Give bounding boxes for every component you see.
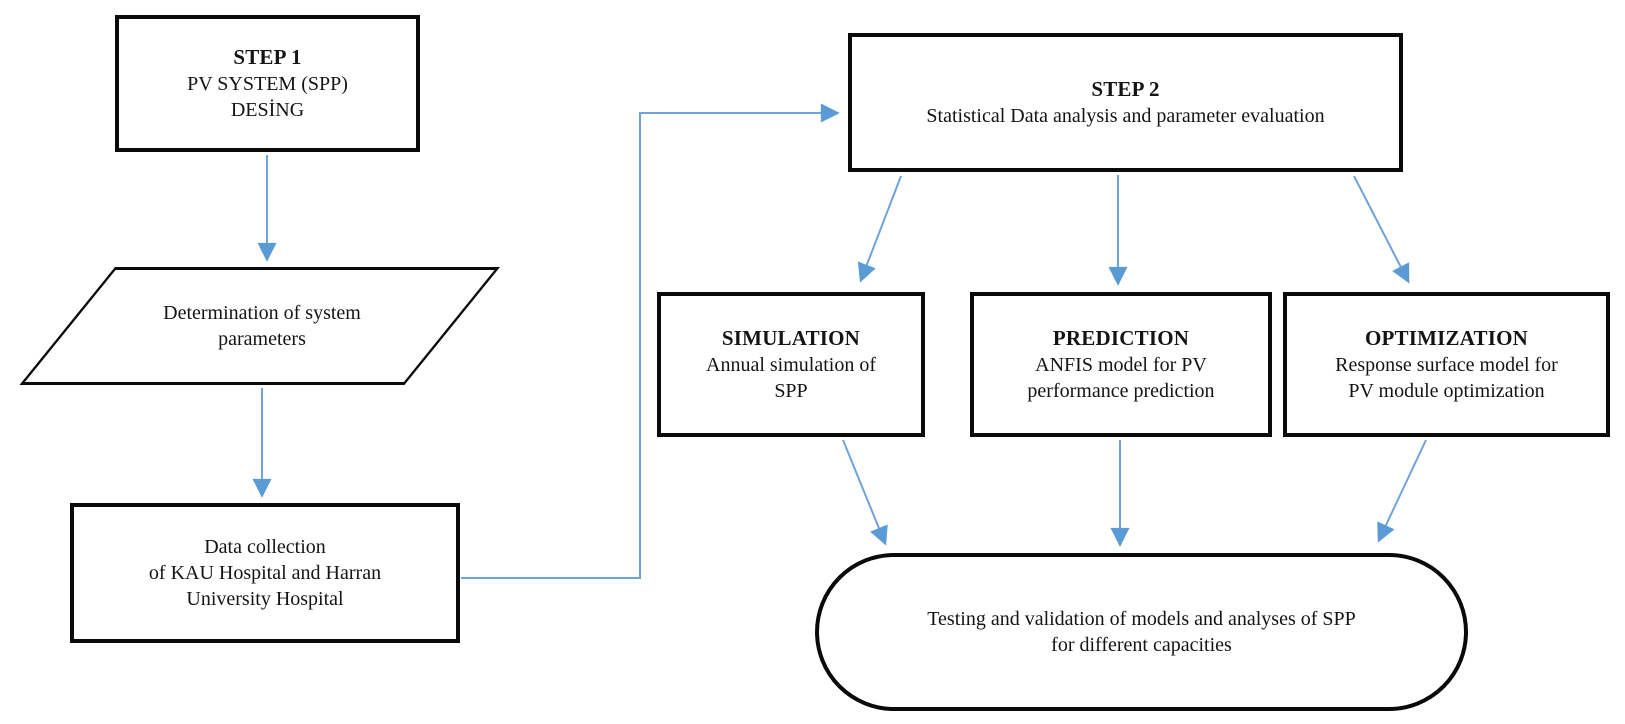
node-prediction-line: performance prediction bbox=[1027, 380, 1215, 403]
node-step1-line: DESİNG bbox=[230, 99, 305, 122]
node-step1-title: STEP 1 bbox=[233, 44, 302, 69]
node-optimization-line: Response surface model for bbox=[1335, 354, 1558, 377]
node-step1: STEP 1 PV SYSTEM (SPP) DESİNG bbox=[115, 15, 420, 152]
edge-optimization-testing bbox=[1377, 439, 1427, 543]
node-data-collection: Data collection of KAU Hospital and Harr… bbox=[70, 503, 460, 643]
node-determination: Determination of system parameters bbox=[72, 267, 452, 385]
node-optimization: OPTIMIZATION Response surface model for … bbox=[1283, 292, 1610, 437]
edge-step2-simulation bbox=[857, 175, 902, 283]
node-determination-line: Determination of system bbox=[163, 302, 361, 324]
node-simulation-line: SPP bbox=[774, 380, 808, 403]
node-prediction-title: PREDICTION bbox=[1052, 325, 1190, 350]
node-simulation-title: SIMULATION bbox=[721, 325, 861, 350]
node-testing-line: Testing and validation of models and ana… bbox=[927, 608, 1356, 630]
edge-simulation-testing bbox=[842, 439, 888, 546]
node-data-collection-line: University Hospital bbox=[186, 588, 344, 610]
node-step2-title: STEP 2 bbox=[1091, 76, 1160, 101]
node-testing-line: for different capacities bbox=[1051, 634, 1232, 656]
node-optimization-title: OPTIMIZATION bbox=[1364, 325, 1529, 350]
node-prediction: PREDICTION ANFIS model for PV performanc… bbox=[970, 292, 1272, 437]
node-determination-line: parameters bbox=[218, 328, 306, 350]
node-optimization-line: PV module optimization bbox=[1348, 380, 1545, 403]
node-simulation: SIMULATION Annual simulation of SPP bbox=[657, 292, 925, 437]
edge-data-collection-step2 bbox=[461, 103, 840, 579]
node-testing: Testing and validation of models and ana… bbox=[815, 553, 1468, 711]
node-step1-line: PV SYSTEM (SPP) bbox=[187, 73, 348, 96]
node-data-collection-line: Data collection bbox=[204, 536, 326, 558]
node-step2-line: Statistical Data analysis and parameter … bbox=[926, 105, 1325, 128]
edge-step2-optimization bbox=[1353, 175, 1410, 284]
node-simulation-line: Annual simulation of bbox=[706, 354, 876, 377]
node-step2: STEP 2 Statistical Data analysis and par… bbox=[848, 33, 1403, 172]
node-data-collection-line: of KAU Hospital and Harran bbox=[148, 562, 382, 584]
node-prediction-line: ANFIS model for PV bbox=[1035, 354, 1207, 377]
